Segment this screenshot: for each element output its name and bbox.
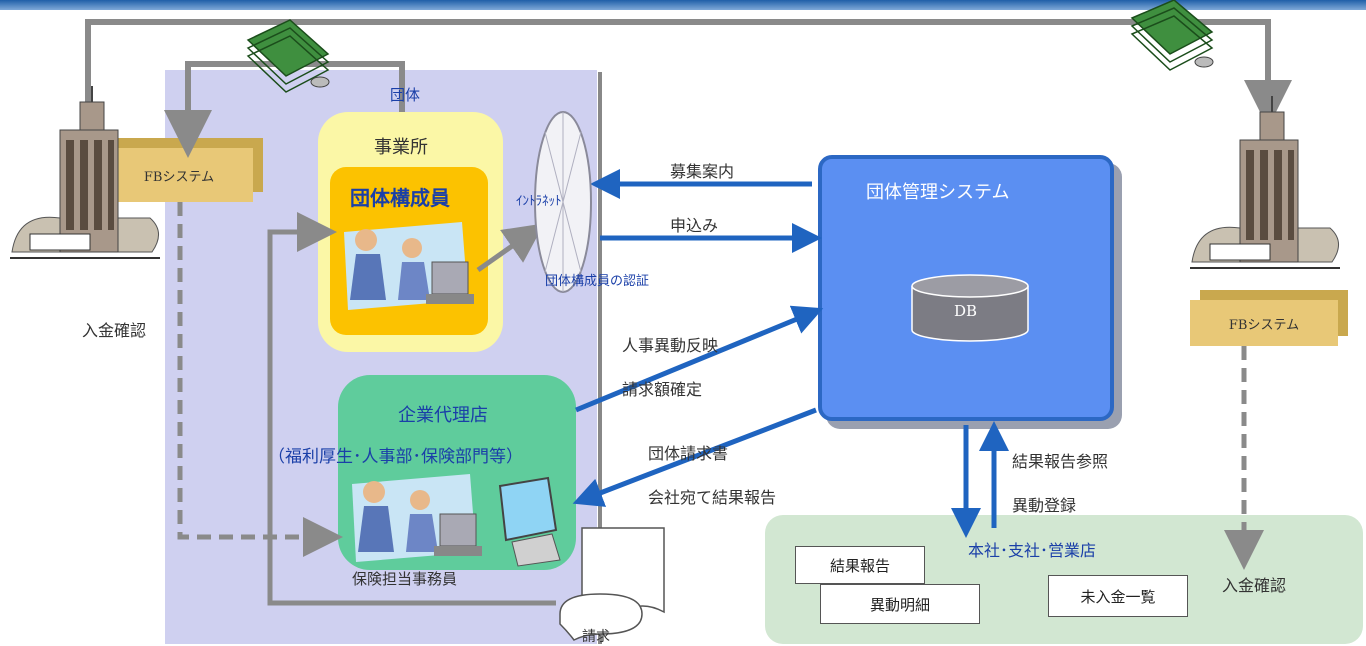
headquarters-label: 本社･支社･営業店	[968, 541, 1097, 560]
intranet-icon	[534, 111, 592, 293]
payment-check-left-label: 入金確認	[82, 321, 147, 340]
change-detail-doc-label: 異動明細	[869, 595, 930, 614]
clerk-label: 保険担当事務員	[352, 570, 458, 588]
invoice-label: 団体請求書	[648, 444, 729, 463]
money-flow-top-line	[85, 19, 1292, 128]
recruitment-label: 募集案内	[670, 162, 735, 181]
office-workers-icon	[352, 474, 482, 562]
result-report-doc: 結果報告	[795, 546, 925, 584]
personnel-update-arrow	[575, 305, 824, 413]
member-label: 団体構成員	[350, 186, 450, 210]
request-document	[559, 527, 665, 641]
fb-system-right: FBシステム	[1190, 300, 1338, 346]
billing-loop-line	[267, 212, 556, 606]
change-detail-doc: 異動明細	[820, 584, 980, 624]
agency-subtitle: （福利厚生･人事部･保険部門等）	[268, 447, 523, 467]
money-icon	[246, 19, 330, 93]
change-registration-label: 異動登録	[1012, 496, 1077, 515]
payment-check-right-label: 入金確認	[1222, 576, 1287, 595]
member-to-intranet-arrow	[476, 223, 545, 273]
billing-amount-label: 請求額確定	[622, 380, 703, 399]
building-icon	[1190, 96, 1340, 269]
company-result-label: 会社宛て結果報告	[648, 488, 777, 507]
application-label: 申込み	[670, 216, 719, 235]
payment-dashed-left	[177, 202, 343, 557]
result-reference-label: 結果報告参照	[1012, 452, 1109, 471]
office-label: 事業所	[374, 137, 428, 158]
fb-system-right-label: FBシステム	[1228, 317, 1300, 333]
request-label: 請求	[582, 629, 610, 645]
building-icon	[10, 86, 160, 259]
top-header-bar	[0, 0, 1366, 10]
money-flow-inner-line	[164, 61, 405, 158]
agency-title: 企業代理店	[398, 405, 488, 426]
organization-label: 団体	[390, 86, 421, 104]
invoice-arrow	[572, 407, 817, 507]
system-title: 団体管理システム	[866, 182, 1010, 203]
computer-monitor-icon	[498, 476, 561, 567]
db-label: DB	[954, 302, 978, 320]
intranet-label: ｲﾝﾄﾗﾈｯﾄ	[516, 194, 562, 209]
result-report-doc-label: 結果報告	[829, 556, 890, 575]
personnel-label: 人事異動反映	[622, 336, 719, 355]
auth-label: 団体構成員の認証	[545, 274, 650, 289]
unpaid-list-doc: 未入金一覧	[1048, 575, 1188, 617]
office-workers-icon	[344, 222, 474, 310]
fb-system-left-label: FBシステム	[143, 169, 215, 185]
money-icon	[1130, 0, 1214, 71]
unpaid-list-doc-label: 未入金一覧	[1080, 587, 1156, 606]
database-icon	[911, 274, 1029, 342]
